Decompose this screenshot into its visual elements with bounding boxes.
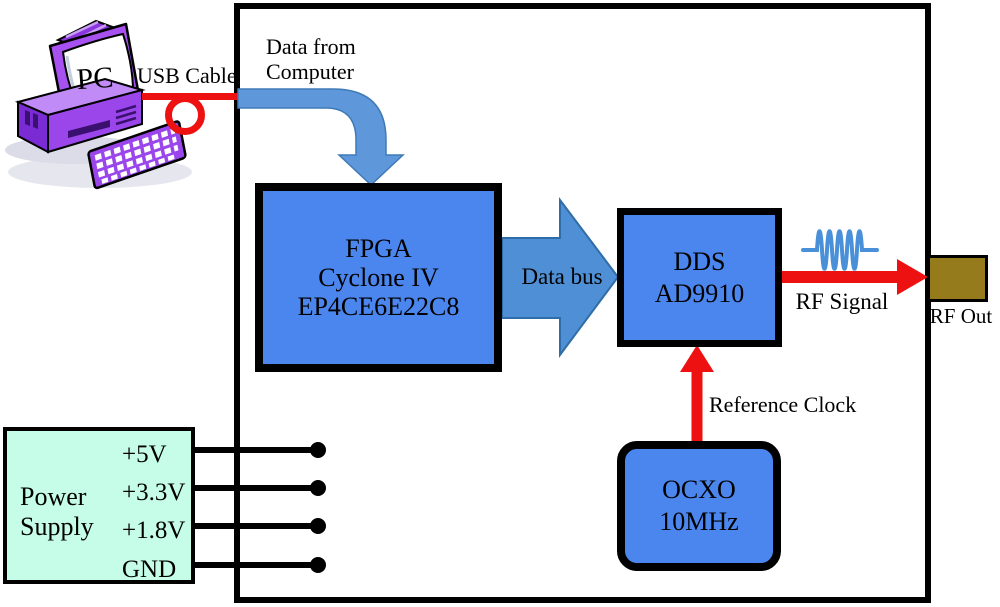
dds-block: DDS AD9910 — [617, 208, 782, 347]
rf-signal-label: RF Signal — [795, 289, 889, 314]
usb-cable-label: USB Cable — [137, 63, 237, 88]
power-supply-title-1: Power — [20, 482, 87, 511]
data-from-computer-arrow — [237, 88, 405, 187]
fpga-block: FPGA Cyclone IV EP4CE6E22C8 — [255, 183, 502, 372]
data-bus-label: Data bus — [521, 264, 603, 289]
data-from-computer-label: Data from Computer — [266, 34, 356, 85]
data-bus-arrow — [501, 197, 620, 359]
ocxo-block: OCXO 10MHz — [617, 441, 781, 571]
rf-wave-icon — [801, 229, 879, 271]
data-from-computer-line-2: Computer — [266, 59, 354, 85]
reference-clock-arrow — [680, 345, 714, 447]
dds-line-2: AD9910 — [654, 278, 745, 308]
fpga-line-1: FPGA — [345, 234, 412, 263]
reference-clock-label: Reference Clock — [709, 392, 857, 417]
rf-out-label: RF Out — [929, 304, 993, 328]
rf-out-connector — [927, 255, 988, 302]
fpga-line-3: EP4CE6E22C8 — [297, 292, 460, 321]
rf-signal-arrow — [780, 259, 928, 295]
power-rail-dots — [310, 442, 326, 573]
pc-screen-label: PC — [75, 60, 115, 97]
usb-cable-icon — [142, 93, 240, 135]
rail-label-1v8: +1.8V — [122, 517, 186, 544]
data-from-computer-line-1: Data from — [266, 34, 356, 59]
dds-line-1: DDS — [673, 246, 726, 276]
pc-icon — [5, 19, 192, 190]
rail-label-3v3: +3.3V — [122, 479, 186, 506]
power-supply-title-2: Supply — [20, 512, 94, 541]
ocxo-line-2: 10MHz — [659, 507, 739, 536]
ocxo-line-1: OCXO — [662, 475, 736, 504]
power-supply-block: Power Supply +5V +3.3V +1.8V GND — [3, 427, 195, 584]
rail-label-5v: +5V — [122, 441, 167, 468]
fpga-line-2: Cyclone IV — [318, 263, 439, 292]
power-rail-lines — [193, 447, 318, 568]
system-board-outline — [234, 3, 931, 603]
rail-label-gnd: GND — [122, 556, 177, 583]
